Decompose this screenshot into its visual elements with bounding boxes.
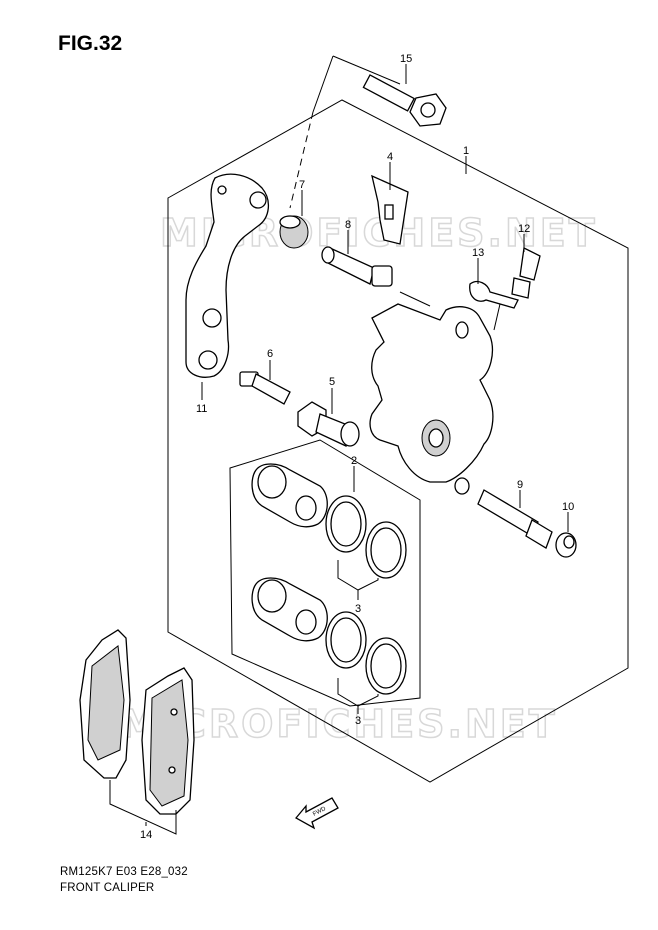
callout-11: 11 [196, 403, 207, 415]
callout-1: 1 [463, 145, 469, 157]
callout-3-upper: 3 [355, 603, 361, 615]
bracket-14 [109, 780, 177, 835]
pin-9 [477, 489, 553, 549]
seal-rings [325, 495, 407, 695]
callout-10: 10 [562, 501, 574, 513]
callout-15: 15 [400, 53, 412, 65]
callout-7: 7 [299, 179, 305, 191]
plug-10 [555, 532, 577, 558]
callout-14: 14 [140, 829, 152, 841]
assembly-boundary [167, 99, 629, 783]
leader-lines [145, 64, 569, 826]
diagram-code: RM125K7 E03 E28_032 [60, 866, 188, 878]
leader-15-top [332, 55, 401, 85]
callout-2: 2 [351, 455, 357, 467]
piston-upper [251, 463, 328, 528]
callout-9: 9 [517, 479, 523, 491]
bracket-11 [185, 173, 269, 378]
callout-6: 6 [267, 348, 273, 360]
diagram-caption: FRONT CALIPER [60, 882, 155, 894]
figure-title: FIG.32 [58, 32, 123, 55]
forward-arrow: FWD [294, 797, 339, 830]
bolt-15 [362, 74, 447, 127]
pad-spring-4 [371, 174, 409, 245]
leader-15-side [312, 55, 334, 113]
boot-7 [279, 215, 309, 249]
bolt-5 [297, 401, 360, 447]
bleeder-cap-13 [469, 280, 519, 309]
bolt-6 [239, 371, 291, 405]
callout-8: 8 [345, 219, 351, 231]
callout-4: 4 [387, 151, 393, 163]
callout-12: 12 [518, 223, 530, 235]
dashed-bolt-line [289, 111, 314, 209]
callout-5: 5 [329, 376, 335, 388]
pin-8 [321, 246, 393, 287]
piston-kit-boundary [229, 439, 421, 707]
callout-3-lower: 3 [355, 715, 361, 727]
caliper-body [369, 303, 494, 495]
callout-13: 13 [472, 247, 484, 259]
piston-lower [251, 577, 328, 642]
bleeder-screw-12 [511, 247, 541, 299]
brake-pads-14 [79, 629, 195, 815]
